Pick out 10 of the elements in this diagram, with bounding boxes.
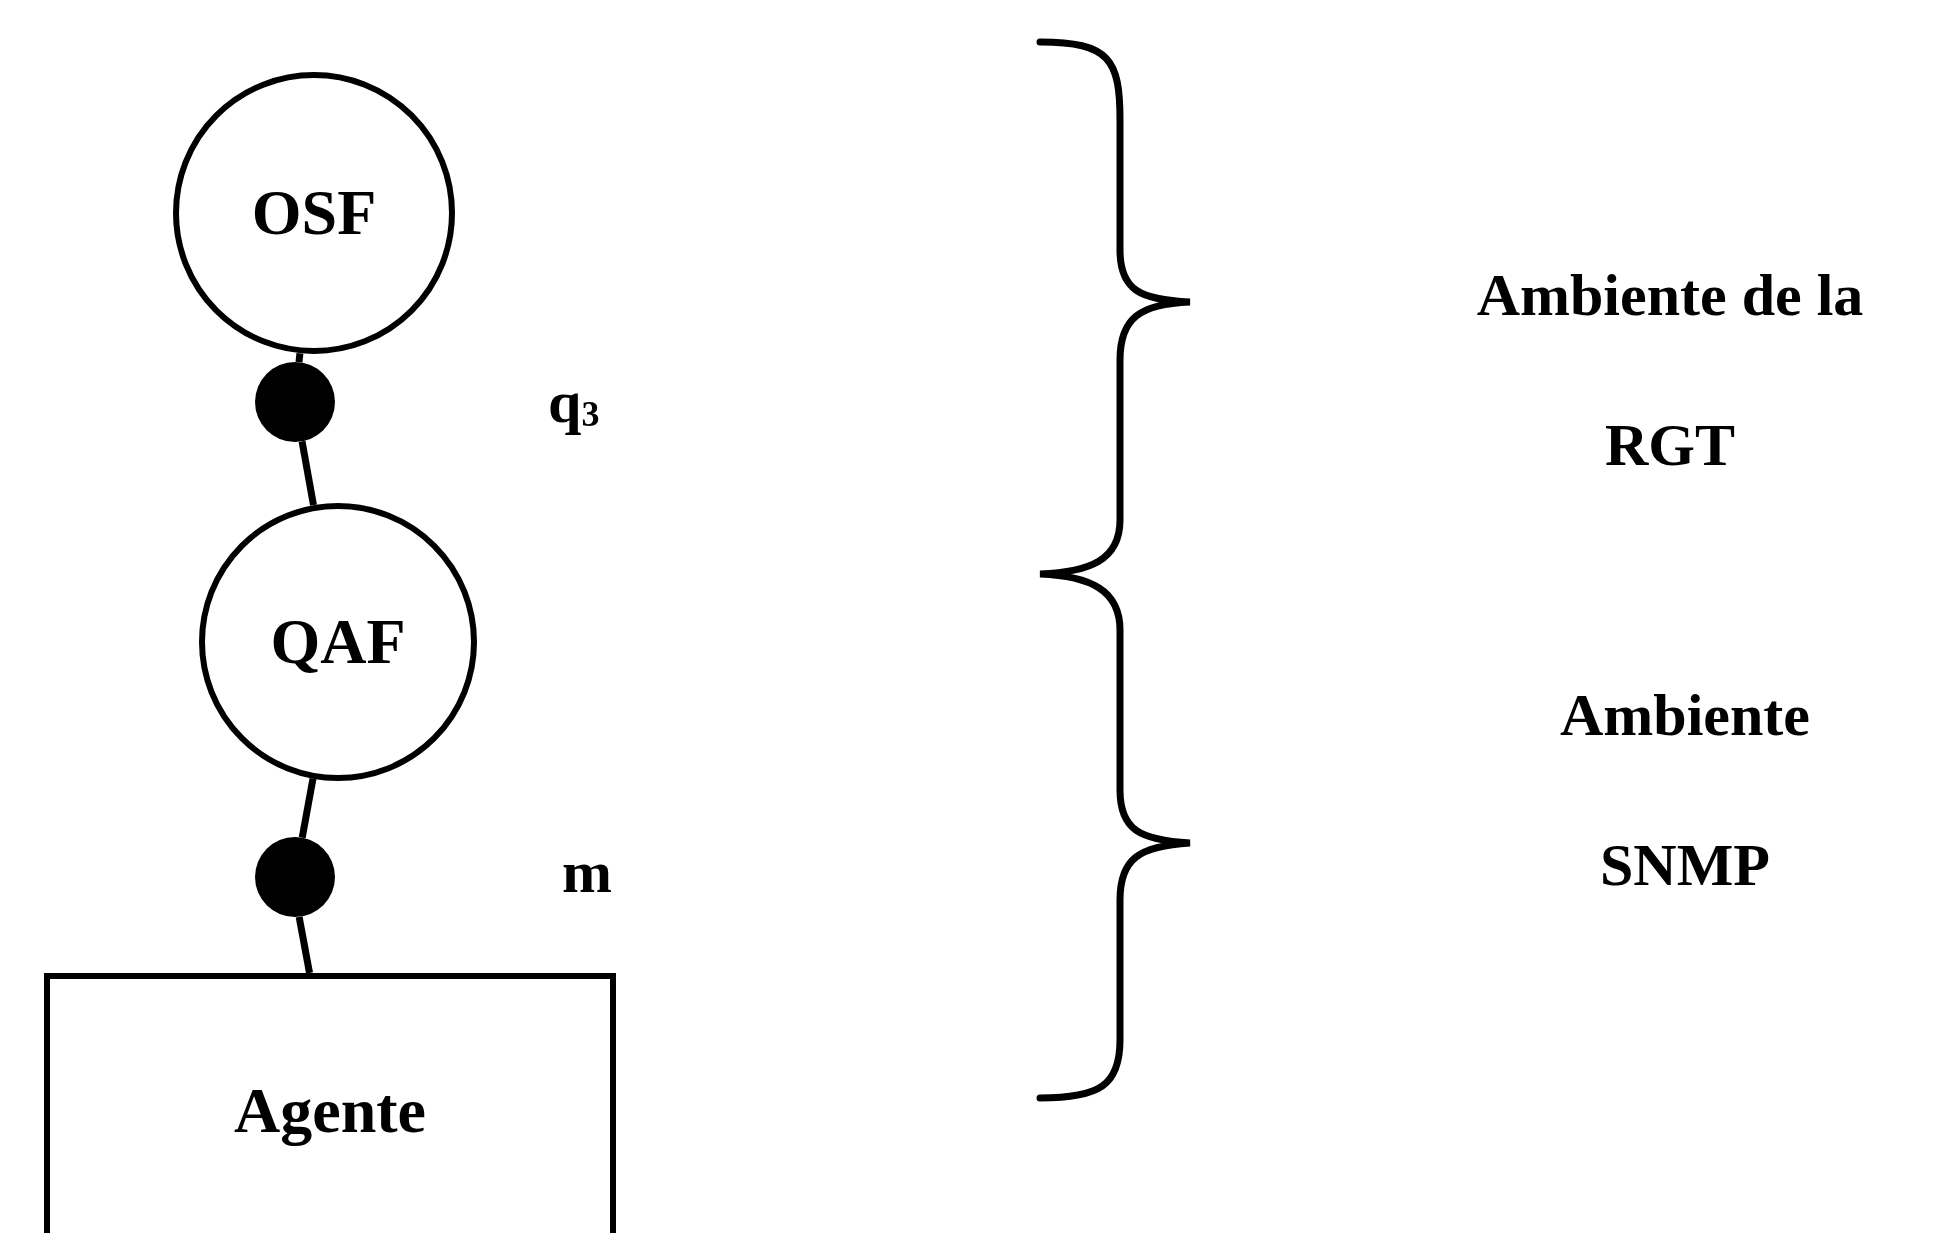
region-label: Ambiente SNMP <box>1559 681 1811 900</box>
line-label: m <box>562 842 612 902</box>
connector-line <box>295 916 313 974</box>
node-label: OSF <box>251 181 377 245</box>
connector-line <box>295 352 304 363</box>
connector-line <box>298 440 317 506</box>
process-box <box>44 973 616 1233</box>
node-label: QAF <box>270 610 406 674</box>
region-label: Ambiente de la RGT <box>1475 261 1865 480</box>
connector-line <box>298 778 317 839</box>
